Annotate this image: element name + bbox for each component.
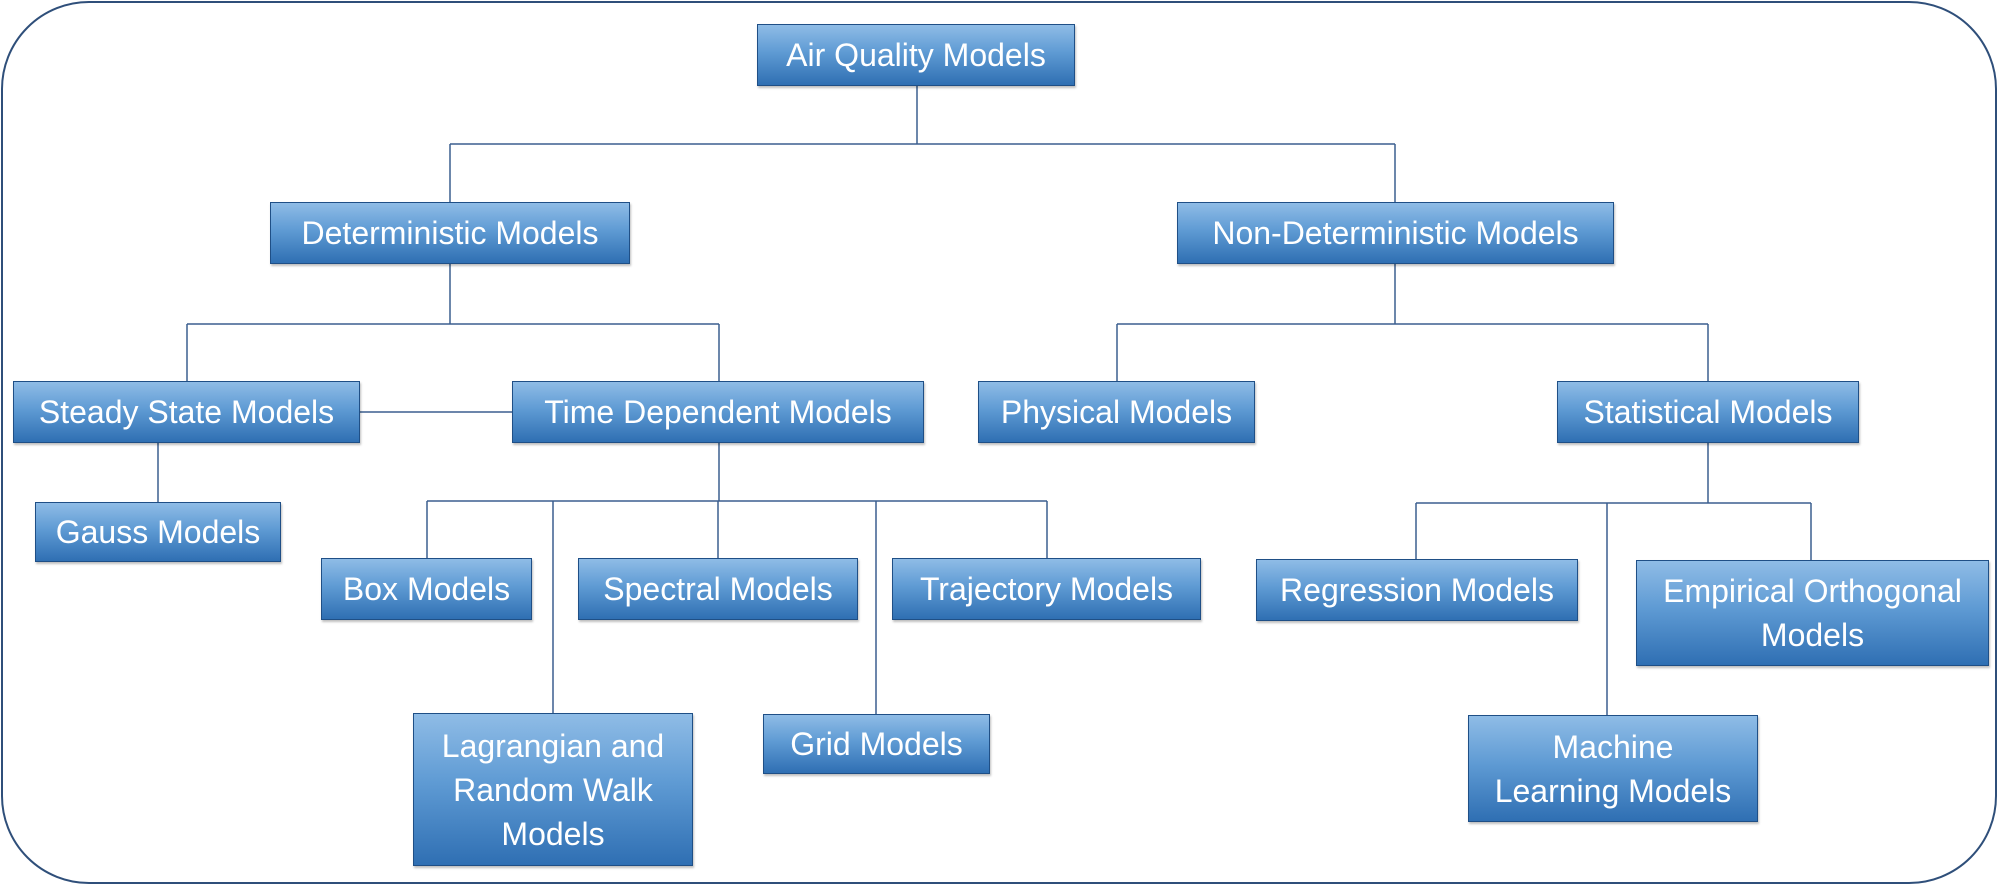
node-label: Statistical Models bbox=[1583, 394, 1833, 430]
node-label: Time Dependent Models bbox=[544, 394, 892, 430]
node-machine-learning-models: Machine Learning Models bbox=[1468, 715, 1758, 822]
node-label: Trajectory Models bbox=[919, 571, 1174, 607]
node-label: Machine Learning Models bbox=[1494, 728, 1732, 809]
node-deterministic-models: Deterministic Models bbox=[270, 202, 630, 264]
node-gauss-models: Gauss Models bbox=[35, 502, 281, 562]
node-label: Non-Deterministic Models bbox=[1212, 215, 1579, 251]
node-label: Empirical Orthogonal Models bbox=[1663, 573, 1962, 653]
node-time-dependent-models: Time Dependent Models bbox=[512, 381, 924, 443]
node-air-quality-models: Air Quality Models bbox=[757, 24, 1075, 86]
node-label: Regression Models bbox=[1280, 572, 1554, 608]
node-empirical-orthogonal-models: Empirical Orthogonal Models bbox=[1636, 560, 1989, 666]
node-physical-models: Physical Models bbox=[978, 381, 1255, 443]
node-label: Lagrangian and Random Walk Models bbox=[441, 727, 665, 852]
node-label: Steady State Models bbox=[38, 394, 335, 430]
node-statistical-models: Statistical Models bbox=[1557, 381, 1859, 443]
node-label: Box Models bbox=[342, 571, 511, 607]
node-label: Physical Models bbox=[1000, 394, 1233, 430]
node-steady-state-models: Steady State Models bbox=[13, 381, 360, 443]
node-label: Air Quality Models bbox=[786, 37, 1046, 73]
node-box-models: Box Models bbox=[321, 558, 532, 620]
node-grid-models: Grid Models bbox=[763, 714, 990, 774]
node-trajectory-models: Trajectory Models bbox=[892, 558, 1201, 620]
node-label: Gauss Models bbox=[55, 514, 261, 550]
node-non-deterministic-models: Non-Deterministic Models bbox=[1177, 202, 1614, 264]
node-regression-models: Regression Models bbox=[1256, 559, 1578, 621]
node-label: Spectral Models bbox=[603, 571, 833, 607]
node-label: Grid Models bbox=[790, 726, 963, 762]
node-label: Deterministic Models bbox=[301, 215, 599, 251]
node-lagrangian-random-walk-models: Lagrangian and Random Walk Models bbox=[413, 713, 693, 866]
node-spectral-models: Spectral Models bbox=[578, 558, 858, 620]
